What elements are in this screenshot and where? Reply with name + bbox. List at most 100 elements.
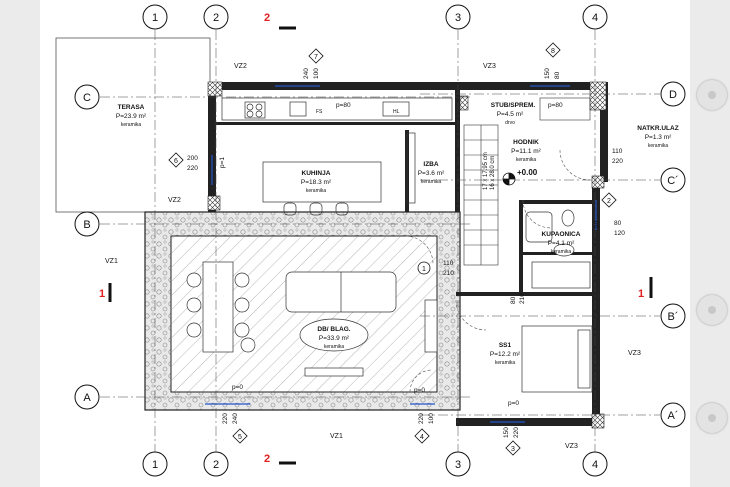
room-name-kupaonica: KUPAONICA — [542, 231, 581, 238]
room-floor-dnevni: keramika — [324, 344, 345, 350]
room-name-hodnik: HODNIK — [513, 139, 539, 146]
section-marker-right: 1 — [638, 277, 653, 300]
axis-label-4: 4 — [592, 459, 598, 471]
fixture-labels: FS HL — [316, 109, 400, 115]
door-swings — [404, 149, 591, 393]
wall-label-vz1-left: VZ1 — [105, 258, 118, 265]
room-name-stub: STUB/SPREM. — [491, 102, 536, 109]
stair — [463, 97, 591, 266]
viewer-nav-button-top[interactable] — [697, 80, 727, 110]
axis-bubble-D: D — [660, 81, 686, 107]
window-tag-3: 3 — [505, 440, 521, 456]
room-area-hodnik: P=11.1 m² — [511, 148, 542, 155]
section-marker-top: 2 — [264, 12, 296, 30]
dim-210-mid: 210 — [443, 270, 454, 277]
room-name-ss1: SS1 — [499, 342, 512, 349]
window-tag-6: 6 — [168, 152, 184, 168]
dim-220-right: 220 — [612, 158, 623, 165]
axis-label-1: 1 — [152, 12, 158, 24]
axis-label-3: 3 — [455, 12, 461, 24]
sill-p0-bedroom: p=0 — [508, 400, 519, 407]
room-floor-kupaonica: keramika — [551, 249, 572, 255]
room-area-kupaonica: P=4.1 m² — [548, 240, 575, 247]
window-tag-1: 1 — [417, 261, 431, 275]
window-tag-label-8: 8 — [551, 48, 555, 55]
dim-100-top: 100 — [313, 68, 320, 79]
wall-label-vz3-right: VZ3 — [628, 350, 641, 357]
room-floor-terasa: keramika — [121, 122, 142, 128]
axis-bubble-A: A — [74, 384, 100, 410]
room-name-terasa: TERASA — [118, 104, 145, 111]
sill-p1: p=1 — [219, 157, 226, 168]
dim-110-mid: 110 — [443, 260, 454, 267]
wall-label-vz2-left: VZ2 — [168, 197, 181, 204]
axis-label-B´: B´ — [668, 311, 679, 323]
sill-p80-stair: p=80 — [548, 102, 563, 109]
room-area-izba: P=3.6 m² — [418, 170, 445, 177]
dim-80-right: 80 — [614, 220, 622, 227]
room-area-dnevni: P=33.9 m² — [319, 335, 350, 342]
axis-label-A´: A´ — [668, 410, 679, 422]
axis-bubble-B: B — [74, 211, 100, 237]
window-tag-label-7: 7 — [314, 54, 318, 61]
dim-110-right: 110 — [612, 148, 623, 155]
wall-label-vz1-bottom: VZ1 — [330, 433, 343, 440]
viewer-nav-button-middle[interactable] — [697, 295, 727, 325]
section-marker-left: 1 — [99, 283, 112, 302]
window-tag-5: 5 — [232, 428, 248, 444]
axis-bubble-C: C — [74, 84, 100, 110]
axis-label-D: D — [669, 89, 677, 101]
dim-120-right: 120 — [614, 230, 625, 237]
window-tag-label-1: 1 — [422, 266, 426, 273]
dim-80-top: 80 — [554, 71, 561, 79]
axis-bubble-A´: A´ — [660, 402, 686, 428]
room-area-stub: P=4.5 m² — [497, 111, 524, 118]
viewer-nav-button-bottom[interactable] — [697, 403, 727, 433]
room-labels: TERASA P=23.9 m² keramika KUHINJA P=18.3… — [116, 102, 679, 366]
dim-210-door: 210 — [519, 293, 526, 304]
axis-bubble-3-top: 3 — [445, 4, 471, 30]
section-marker-bottom: 2 — [264, 453, 296, 465]
dim-200-left: 200 — [187, 155, 198, 162]
section-label-top: 2 — [264, 12, 270, 24]
section-label-right: 1 — [638, 288, 644, 300]
dim-220-bottom-right: 220 — [418, 413, 425, 424]
fixture-hl: HL — [393, 109, 400, 115]
room-floor-stub: drvo — [505, 120, 515, 126]
dim-100-bottom-right: 100 — [428, 413, 435, 424]
axis-label-3: 3 — [455, 459, 461, 471]
sill-p80-kitchen: p=80 — [336, 102, 351, 109]
windows — [205, 85, 597, 423]
dim-90-door: 90 — [594, 220, 601, 228]
wall-label-vz3-bottom: VZ3 — [565, 443, 578, 450]
sill-p0-left: p=0 — [232, 384, 243, 391]
axis-label-C: C — [83, 92, 91, 104]
window-tag-2: 2 — [601, 192, 617, 208]
axis-bubble-B´: B´ — [660, 303, 686, 329]
wall-label-vz3-top: VZ3 — [483, 63, 496, 70]
section-label-left: 1 — [99, 288, 105, 300]
axis-label-4: 4 — [592, 12, 598, 24]
axis-bubble-4-top: 4 — [582, 4, 608, 30]
room-floor-hodnik: keramika — [516, 157, 537, 163]
wall-type-labels: VZ2 VZ3 VZ2 VZ1 VZ1 VZ3 VZ3 — [105, 63, 641, 450]
wall-label-vz2-top: VZ2 — [234, 63, 247, 70]
axis-bubble-1-bottom: 1 — [142, 451, 168, 477]
dim-220-left: 220 — [187, 165, 198, 172]
room-floor-ss1: keramika — [495, 360, 516, 366]
living-furniture — [186, 261, 438, 377]
dim-220-bottom: 220 — [222, 413, 229, 424]
bed-bath-fixtures — [521, 209, 593, 393]
room-area-terasa: P=23.9 m² — [116, 113, 147, 120]
room-floor-izba: keramika — [421, 179, 442, 185]
axis-label-2: 2 — [213, 459, 219, 471]
room-area-kuhinja: P=18.3 m² — [301, 179, 332, 186]
window-tag-7: 7 — [308, 48, 324, 64]
axis-label-B: B — [83, 219, 90, 231]
axis-bubble-C´: C´ — [660, 167, 686, 193]
axis-bubble-3-bottom: 3 — [445, 451, 471, 477]
axis-label-2: 2 — [213, 12, 219, 24]
fixture-fs: FS — [316, 109, 323, 115]
